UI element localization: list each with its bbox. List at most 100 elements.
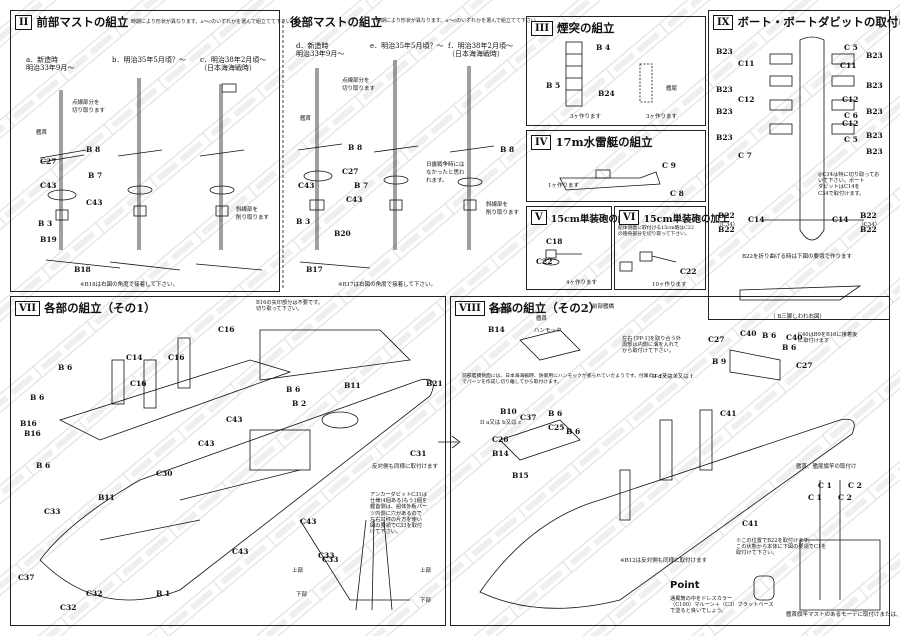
point-title: Point — [670, 580, 700, 591]
assembly-2-part-label: B15 — [512, 471, 529, 480]
boat-stern-note: B22を折り曲げる時は下図の要領で作ります — [742, 254, 853, 260]
boat-label-20: C14 — [748, 215, 765, 224]
assembly-1-part-label: C31 — [410, 449, 427, 458]
assembly-2-part-label: C27 — [796, 361, 813, 370]
assembly-2-part-label: C41 — [742, 519, 759, 528]
assembly-2-part-label: C37 — [520, 413, 537, 422]
flagpole-c2b: C 2 — [848, 481, 862, 490]
boat-label-14: C 7 — [738, 151, 752, 160]
fore-mast-footer: ※B18は右図の角度で接着して下さい。 — [80, 282, 178, 288]
panel-title-fore-mast: II 前部マストの組立 — [15, 14, 128, 30]
arrow-to-assembly-2 — [438, 435, 461, 449]
torpedo-c8: C 8 — [670, 189, 684, 198]
section-number-assembly-1: VII — [15, 300, 41, 316]
deck-plan-drawing — [739, 36, 864, 301]
variant-b-text: b．明治35年5月頃？〜 — [112, 56, 186, 64]
panel-title-torpedo: IV 17m水雷艇の組立 — [531, 134, 653, 150]
boat-label-16: C 5 — [844, 135, 858, 144]
hammock-label: ハンモック — [534, 328, 562, 334]
funnel-drawing — [565, 41, 653, 107]
section-title-boats: ボート・ボートダビットの取付け — [737, 15, 900, 29]
panel-title-funnel: III 煙突の組立 — [531, 20, 615, 36]
cut-note: 点線部分を 切り取ります — [72, 100, 106, 114]
variant-c-text: c．明治38年2月頃〜 （日本海海戦時） — [200, 56, 267, 73]
flagpole-c1: C 1 — [818, 481, 832, 490]
shave-note: 斜線部を 削り取ります — [236, 207, 270, 221]
boat-fig-note: （ B三脚しわれ右図） — [770, 314, 826, 320]
aft-label-b8: B 8 — [348, 143, 363, 152]
assembly-2-part-label: C27 — [708, 335, 725, 344]
funnel-front: 艦尾 — [666, 86, 678, 92]
aft-mast-d-drawing — [297, 68, 371, 269]
label-b19: B19 — [40, 235, 57, 244]
label-c43b: C43 — [86, 198, 103, 207]
variant-e-text: e．明治35年5月頃？〜 — [370, 42, 444, 50]
funnel-b5: B 5 — [546, 81, 561, 90]
aft-cut-note: 点線部分を 切り取ります — [342, 78, 376, 92]
panel-gun-mod: VI 15cm単装砲の加工 — [614, 206, 730, 290]
assembly-1-part-label: C33 — [44, 507, 61, 516]
assembly-1-part-label: C43 — [300, 517, 317, 526]
flagpole-drawing — [799, 480, 881, 611]
panel-fore-mast: II 前部マストの組立 時期により形状が異なります。a〜cのいずれかを選んで組立… — [10, 10, 291, 292]
section-number-gun: V — [531, 210, 547, 225]
boat-label-19: B22 — [718, 225, 735, 234]
variant-a-text: a．新造時 明治33年9月〜 — [26, 56, 75, 73]
panel-assembly-2: VIII 各部の組立（その2） — [450, 296, 890, 626]
assembly-1-part-label: B11 — [344, 381, 361, 390]
boat-label-0: B23 — [716, 47, 733, 56]
assembly-1-part-label: B 6 — [286, 385, 301, 394]
bow-label: 艦首 — [536, 316, 548, 322]
boat-c34-right: （C34） — [858, 222, 881, 228]
variant-f: f．明治38年2月頃〜 （日本海海戦時） — [448, 42, 513, 58]
aft-label-b17: B17 — [306, 265, 323, 274]
stern-bridge-label: 後部艦橋 — [490, 308, 513, 314]
assembly-1-part-label: C43 — [226, 415, 243, 424]
gun-mod-count: 10ヶ作ります — [652, 282, 687, 288]
assembly-1-part-label: C32 — [60, 603, 77, 612]
label-up-1: 上部 — [292, 568, 304, 574]
boat-label-17: B23 — [866, 147, 883, 156]
assembly-1-part-label: B 1 — [156, 589, 171, 598]
torpedo-boat-drawing — [559, 169, 661, 191]
boat-label-12: C11 — [840, 61, 857, 70]
gun-drawing — [542, 249, 582, 266]
flagpole-note-2: 艦首旗竿マストのあるモーデに取付けまたは、 — [786, 612, 900, 618]
label-b18: B18 — [74, 265, 91, 274]
boat-label-9: B23 — [866, 107, 883, 116]
assembly-1-part-label: B11 — [98, 493, 115, 502]
bow-note: 艦首 — [36, 130, 48, 136]
variant-f-text: f．明治38年2月頃〜 （日本海海戦時） — [448, 42, 513, 59]
variant-b: b．明治35年5月頃？〜 — [112, 56, 186, 64]
assembly-2-part-label: C41 — [720, 409, 737, 418]
variant-e: e．明治35年5月頃？〜 — [370, 42, 444, 50]
boat-label-18: B22 — [718, 211, 735, 220]
boat-label-2: B23 — [866, 51, 883, 60]
boat-label-3: C11 — [738, 59, 755, 68]
section-title-assembly-2: 各部の組立（その2） — [488, 301, 601, 315]
ii-abc-note: II a又は b又は c — [480, 420, 522, 426]
boat-label-15: B23 — [866, 131, 883, 140]
aft-label-c27: C27 — [342, 167, 359, 176]
assembly-1-part-label: C37 — [18, 573, 35, 582]
aft-side-note: 日露戦争時には なかったと思わ れます。 — [426, 162, 465, 184]
assembly-1-part-label: B16 — [20, 419, 37, 428]
panel-title-gun: V 15cm単装砲の組立 — [531, 210, 637, 225]
label-b3: B 3 — [38, 219, 53, 228]
assembly-1-part-label: C16 — [130, 379, 147, 388]
assembly-2-part-label: C26 — [492, 435, 509, 444]
section-title-gun-mod: 15cm単装砲の加工 — [643, 213, 730, 225]
boat-label-7: C12 — [842, 119, 859, 128]
torpedo-c9: C 9 — [662, 161, 676, 170]
boat-label-11: B23 — [866, 81, 883, 90]
gun-mod-c22: C22 — [680, 267, 697, 276]
hammock-note: 前部艦橋側面には、日本海海戦時、防御用にハンモックが張られていたようです。付属の… — [462, 374, 678, 385]
assembly-1-part-label: B 6 — [36, 461, 51, 470]
label-b7: B 7 — [88, 171, 103, 180]
assembly-2-part-label: B 6 — [566, 427, 581, 436]
assembly-1-part-label: C14 — [126, 353, 143, 362]
panel-assembly-1: VII 各部の組立（その1） — [10, 296, 446, 626]
boat-label-4: B23 — [716, 85, 733, 94]
boat-label-8: B23 — [716, 107, 733, 116]
